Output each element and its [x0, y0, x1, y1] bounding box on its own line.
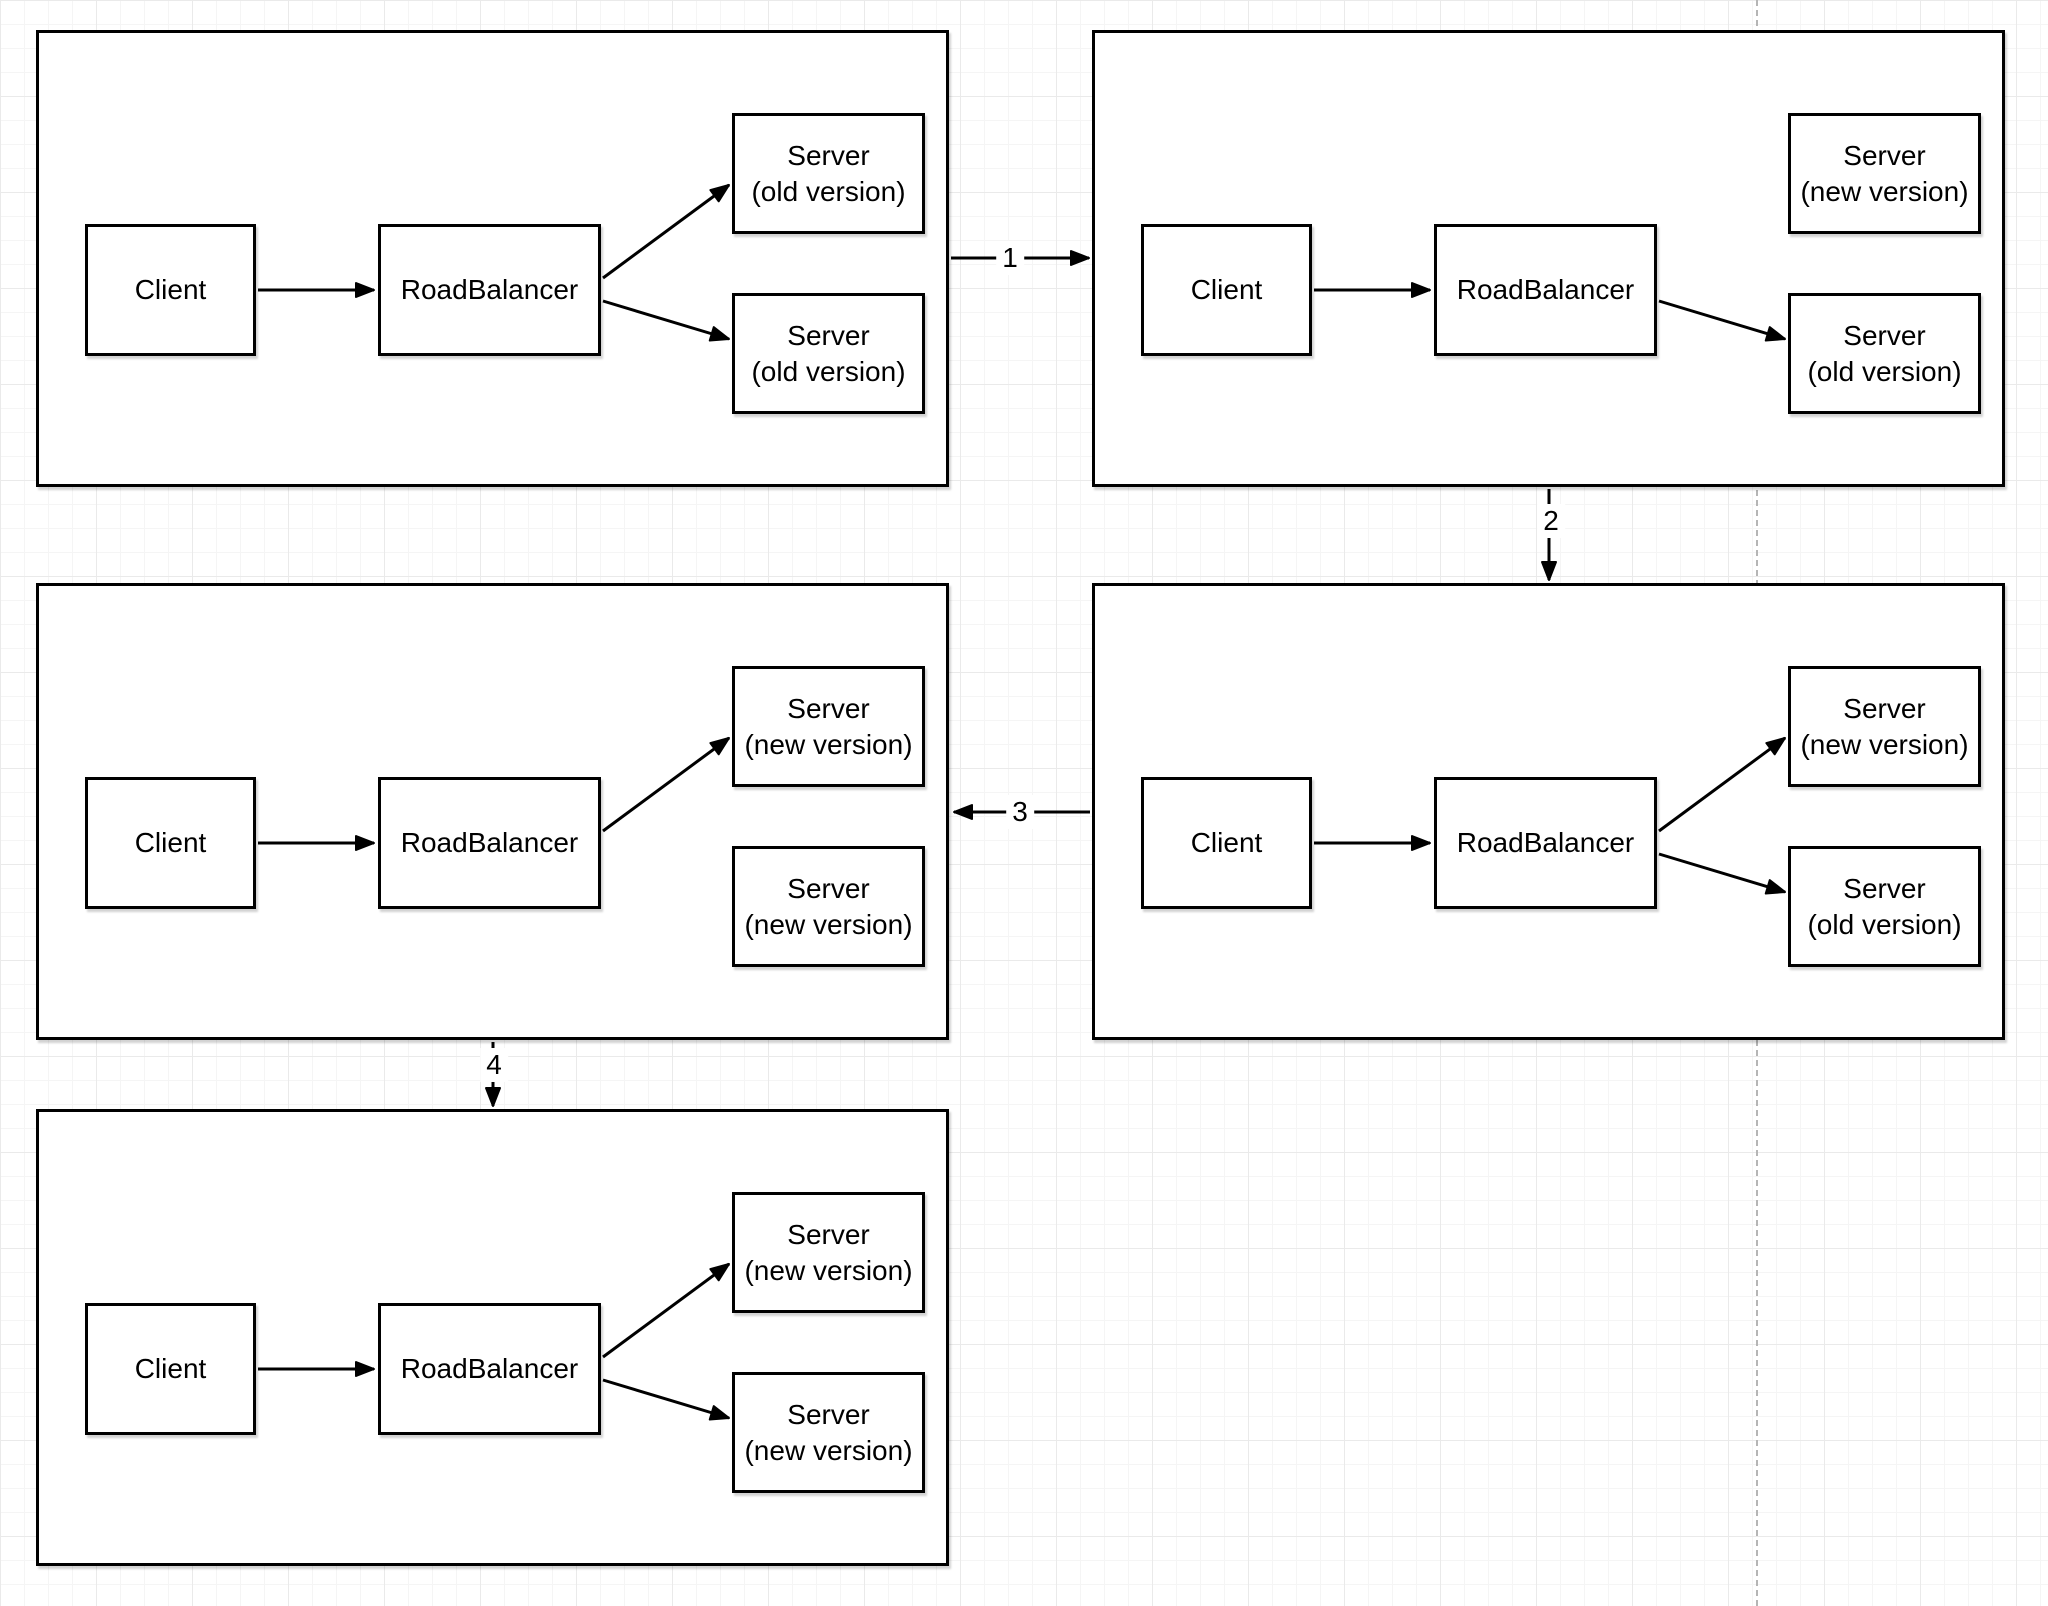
- server-old-version-node: Server (old version): [1788, 293, 1981, 414]
- roadbalancer-label: RoadBalancer: [1456, 827, 1635, 858]
- client-node: Client: [85, 777, 256, 909]
- server-new-version-node: Server (new version): [732, 1192, 925, 1313]
- server-old-version-node: Server (old version): [732, 293, 925, 414]
- server-label-line1: Server: [1843, 692, 1926, 724]
- client-node: Client: [85, 1303, 256, 1435]
- server-label-line2: (old version): [751, 355, 906, 387]
- connector-3-label: 3: [1006, 795, 1034, 829]
- server-new-version-node: Server (new version): [732, 1372, 925, 1493]
- roadbalancer-node: RoadBalancer: [378, 777, 601, 909]
- roadbalancer-label: RoadBalancer: [400, 1353, 579, 1384]
- client-label: Client: [134, 1353, 207, 1384]
- roadbalancer-label: RoadBalancer: [1456, 274, 1635, 305]
- client-node: Client: [1141, 777, 1312, 909]
- server-label-line2: (new version): [744, 728, 913, 760]
- stage-5-panel: Client RoadBalancer Server (new version)…: [36, 1109, 949, 1566]
- server-new-version-node: Server (new version): [1788, 113, 1981, 234]
- roadbalancer-node: RoadBalancer: [378, 224, 601, 356]
- server-label-line1: Server: [787, 1218, 870, 1250]
- server-label-line1: Server: [787, 872, 870, 904]
- connector-4-label: 4: [480, 1048, 508, 1082]
- server-label-line1: Server: [787, 1398, 870, 1430]
- connector-1-label: 1: [996, 241, 1024, 275]
- stage-2-panel: Client RoadBalancer Server (new version)…: [1092, 30, 2005, 487]
- client-label: Client: [1190, 274, 1263, 305]
- roadbalancer-label: RoadBalancer: [400, 274, 579, 305]
- roadbalancer-node: RoadBalancer: [378, 1303, 601, 1435]
- server-label-line1: Server: [787, 139, 870, 171]
- roadbalancer-node: RoadBalancer: [1434, 777, 1657, 909]
- server-label-line2: (new version): [744, 1434, 913, 1466]
- stage-1-panel: Client RoadBalancer Server (old version)…: [36, 30, 949, 487]
- server-label-line2: (old version): [1807, 908, 1962, 940]
- server-old-version-node: Server (old version): [732, 113, 925, 234]
- client-node: Client: [1141, 224, 1312, 356]
- roadbalancer-node: RoadBalancer: [1434, 224, 1657, 356]
- roadbalancer-label: RoadBalancer: [400, 827, 579, 858]
- client-label: Client: [1190, 827, 1263, 858]
- server-label-line1: Server: [1843, 872, 1926, 904]
- server-label-line2: (old version): [1807, 355, 1962, 387]
- client-node: Client: [85, 224, 256, 356]
- server-label-line1: Server: [1843, 319, 1926, 351]
- client-label: Client: [134, 274, 207, 305]
- server-label-line2: (old version): [751, 175, 906, 207]
- server-label-line2: (new version): [1800, 175, 1969, 207]
- server-new-version-node: Server (new version): [732, 846, 925, 967]
- server-label-line1: Server: [1843, 139, 1926, 171]
- server-label-line1: Server: [787, 319, 870, 351]
- server-label-line2: (new version): [744, 908, 913, 940]
- stage-4-panel: Client RoadBalancer Server (new version)…: [36, 583, 949, 1040]
- server-label-line2: (new version): [1800, 728, 1969, 760]
- server-label-line2: (new version): [744, 1254, 913, 1286]
- server-old-version-node: Server (old version): [1788, 846, 1981, 967]
- server-new-version-node: Server (new version): [1788, 666, 1981, 787]
- server-label-line1: Server: [787, 692, 870, 724]
- server-new-version-node: Server (new version): [732, 666, 925, 787]
- client-label: Client: [134, 827, 207, 858]
- stage-3-panel: Client RoadBalancer Server (new version)…: [1092, 583, 2005, 1040]
- connector-2-label: 2: [1537, 504, 1565, 538]
